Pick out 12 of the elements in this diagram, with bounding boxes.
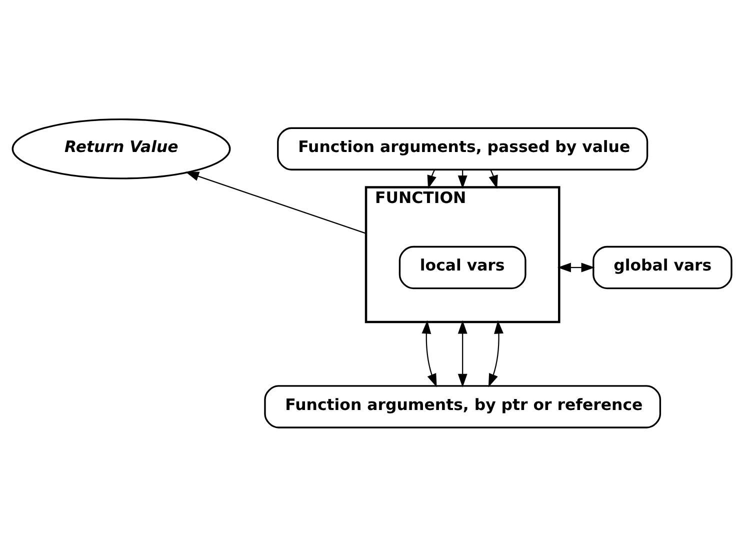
node-ellipse: Return Value (12, 118, 231, 179)
arrow (422, 320, 437, 387)
arrow (557, 262, 595, 272)
arrow (427, 168, 436, 188)
arrow (185, 171, 366, 234)
node-box: Function arguments, by ptr or reference (264, 384, 662, 428)
node-box: local vars (398, 245, 526, 289)
arrow (488, 320, 504, 387)
arrow (488, 168, 498, 188)
arrow (458, 320, 468, 387)
node-box: global vars (592, 245, 732, 289)
node-box: Function arguments, passed by value (277, 126, 648, 170)
